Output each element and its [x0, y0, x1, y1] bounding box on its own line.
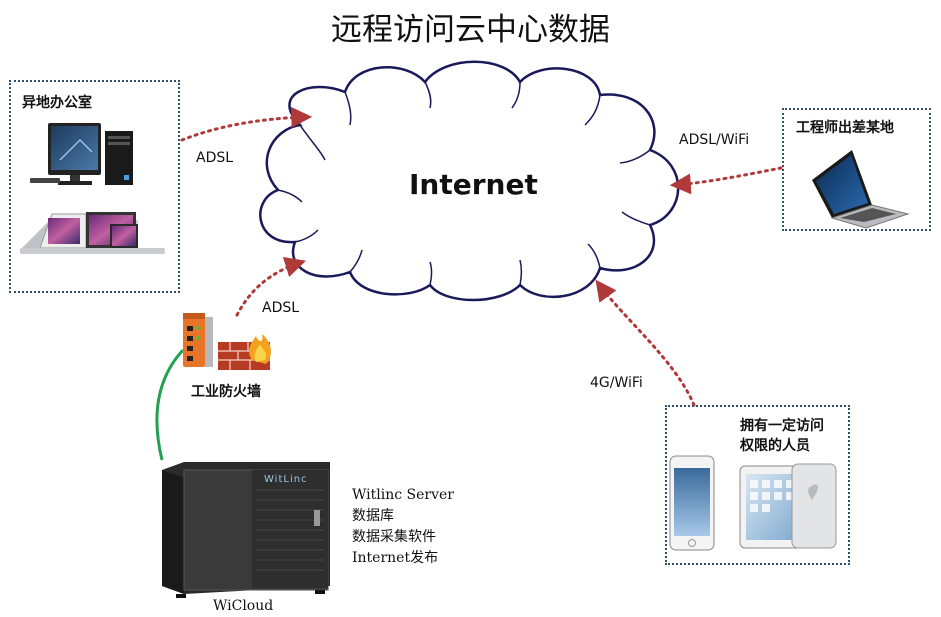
server-brand-label: WitLinc — [264, 474, 308, 485]
internet-label: Internet — [409, 168, 538, 201]
mobile-arrow — [595, 279, 696, 407]
network-cable — [155, 348, 185, 461]
server-info-line: 数据采集软件 — [352, 529, 436, 545]
engineer-link-label: ADSL/WiFi — [679, 132, 750, 148]
desktop-computer-icon — [30, 123, 133, 185]
authorized-label: 拥有一定访问 权限的人员 — [740, 416, 824, 456]
authorized-label-line1: 拥有一定访问 — [740, 418, 824, 434]
smartphone-icon — [669, 455, 715, 551]
remote-office-box — [9, 80, 180, 293]
office-arrow — [180, 106, 313, 142]
mobile-link-label: 4G/WiFi — [590, 375, 643, 391]
engineer-box — [782, 108, 931, 231]
firewall-wall-icon — [218, 334, 271, 370]
diagram-title: 远程访问云中心数据 — [331, 12, 610, 48]
link-arrows — [180, 106, 783, 407]
server-info-line: Internet发布 — [352, 550, 439, 566]
server-info-line: Witlinc Server — [352, 487, 454, 503]
authorized-personnel-box — [665, 405, 850, 565]
tablet-icon — [739, 463, 837, 549]
firewall-link-label: ADSL — [262, 300, 300, 316]
firewall-device-icon — [183, 313, 213, 367]
firewall-label: 工业防火墙 — [191, 384, 261, 400]
internet-cloud — [259, 60, 680, 302]
server-info-line: 数据库 — [352, 508, 394, 524]
server-info: Witlinc Server 数据库 数据采集软件 Internet发布 — [352, 485, 454, 569]
firewall-arrow — [235, 256, 307, 317]
server-label: WiCloud — [213, 598, 274, 614]
engineer-arrow — [669, 166, 783, 195]
engineer-laptop-icon — [812, 150, 910, 229]
laptops-icon — [20, 212, 165, 254]
office-link-label: ADSL — [196, 150, 234, 166]
authorized-label-line2: 权限的人员 — [740, 438, 810, 454]
engineer-label: 工程师出差某地 — [796, 120, 894, 136]
server-rack-icon — [162, 462, 330, 598]
remote-office-label: 异地办公室 — [22, 95, 92, 111]
